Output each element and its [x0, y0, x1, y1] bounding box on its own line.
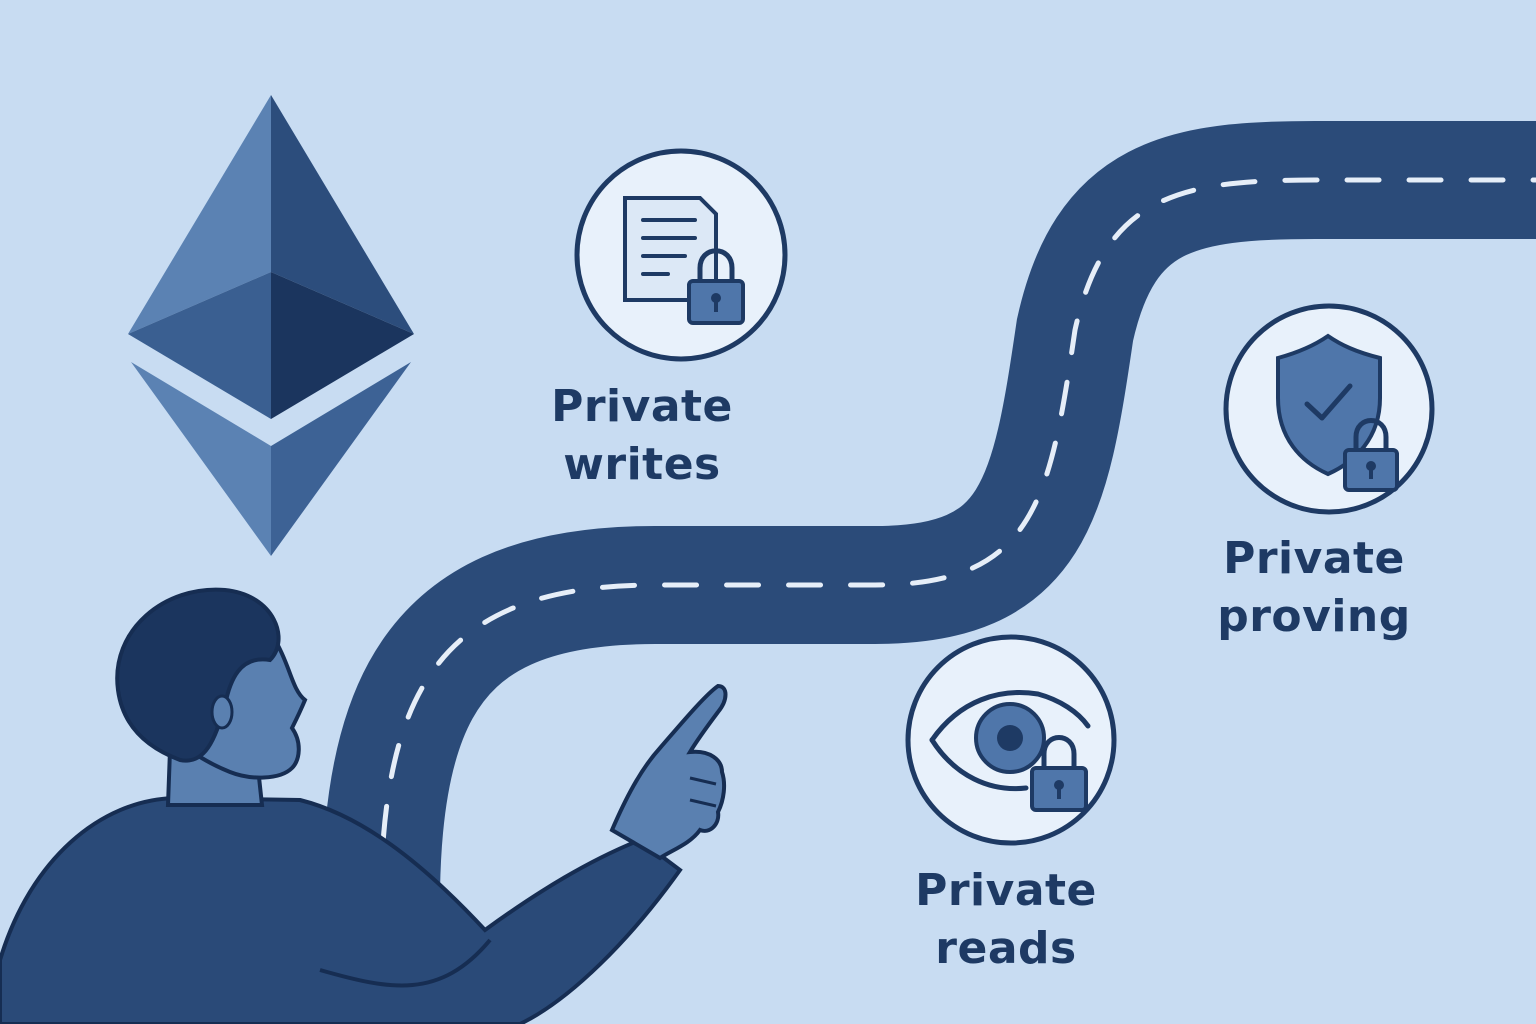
- label-private-writes: Private writes: [502, 378, 782, 494]
- person-figure: [0, 587, 728, 1024]
- label-line-2: proving: [1217, 591, 1411, 642]
- document-lock-icon: [623, 196, 745, 325]
- label-line-1: Private: [551, 381, 733, 432]
- badge-private-writes: [574, 148, 788, 362]
- ethereum-logo: [128, 95, 414, 556]
- winding-road: [321, 120, 1536, 1024]
- label-private-reads: Private reads: [866, 862, 1146, 978]
- label-line-1: Private: [1223, 533, 1405, 584]
- badge-private-reads: [905, 634, 1117, 846]
- eye-lock-icon: [929, 690, 1091, 812]
- label-private-proving: Private proving: [1174, 530, 1454, 646]
- label-line-2: reads: [935, 923, 1077, 974]
- label-line-1: Private: [915, 865, 1097, 916]
- shield-check-lock-icon: [1276, 333, 1399, 492]
- badge-private-proving: [1223, 303, 1435, 515]
- label-line-2: writes: [563, 439, 721, 490]
